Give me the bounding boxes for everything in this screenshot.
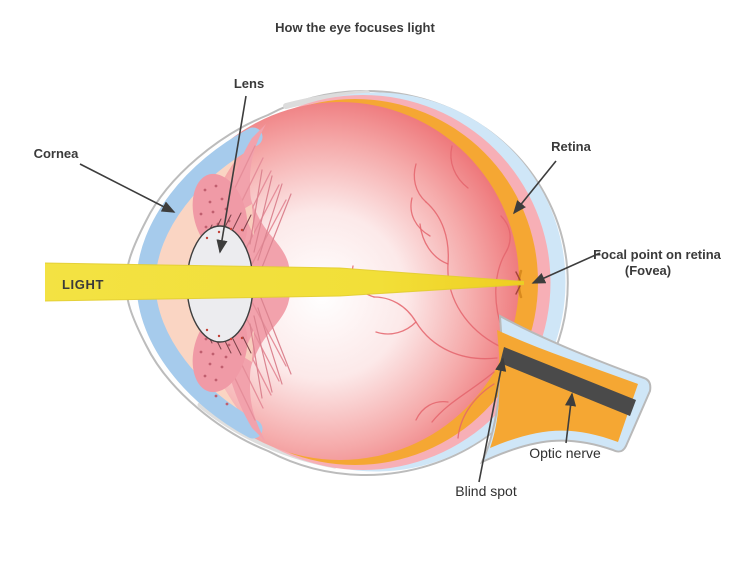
annotations: How the eye focuses light Lens Cornea Re… bbox=[34, 20, 722, 499]
light-label: LIGHT bbox=[62, 277, 104, 292]
blind-spot-label: Blind spot bbox=[455, 483, 517, 499]
optic-nerve-label: Optic nerve bbox=[529, 445, 601, 461]
optic-nerve-arrow bbox=[564, 392, 577, 444]
focal-point-label-line2: (Fovea) bbox=[625, 263, 671, 278]
optic-nerve-core bbox=[500, 347, 636, 416]
focal-point-arrow bbox=[531, 252, 601, 284]
lens-fan-fibres bbox=[249, 169, 292, 399]
lens-label: Lens bbox=[234, 76, 264, 91]
retina-label: Retina bbox=[551, 139, 592, 154]
lens-arrow bbox=[216, 95, 247, 254]
retina-arrow bbox=[512, 160, 557, 215]
cornea-label: Cornea bbox=[34, 146, 80, 161]
blind-spot-arrow bbox=[478, 357, 507, 483]
lens-edge-ticks bbox=[205, 227, 244, 341]
light-beam: LIGHT bbox=[44, 262, 525, 302]
retinal-veins bbox=[351, 145, 511, 439]
optic-nerve bbox=[479, 314, 652, 465]
cornea-arrow bbox=[79, 163, 176, 213]
focal-point-label-line1: Focal point on retina bbox=[593, 247, 722, 262]
diagram-title: How the eye focuses light bbox=[275, 20, 435, 35]
